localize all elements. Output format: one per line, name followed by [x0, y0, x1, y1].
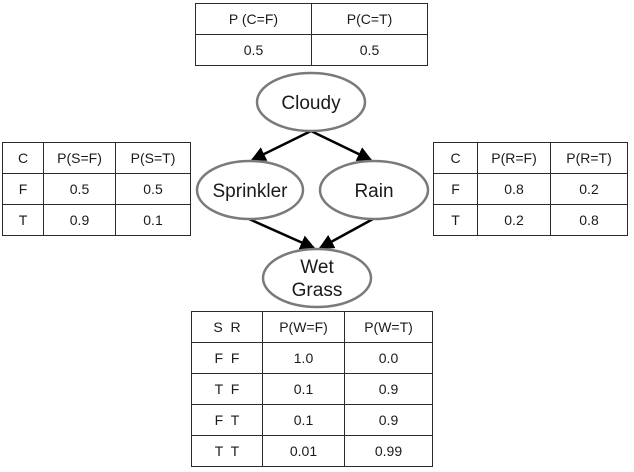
table-cell: T [433, 204, 478, 236]
header-cell: P(R=T) [550, 142, 628, 174]
table-cell: 0.5 [115, 173, 191, 205]
edge-sprinkler-wetgrass [248, 217, 316, 250]
table-cell: 0.8 [477, 173, 551, 205]
table-cell: 0.2 [477, 204, 551, 236]
table-header-row: C P(R=F) P(R=T) [433, 142, 628, 174]
table-row: F T 0.1 0.9 [191, 404, 433, 436]
header-cell: P(R=F) [477, 142, 551, 174]
cpt-sprinkler: C P(S=F) P(S=T) F 0.5 0.5 T 0.9 0.1 [2, 142, 191, 236]
header-cell: P(C=T) [311, 3, 428, 35]
table-cell: F T [191, 404, 263, 436]
edge-cloudy-sprinkler [250, 129, 312, 162]
table-row: T 0.9 0.1 [2, 204, 191, 236]
node-sprinkler-label: Sprinkler [213, 181, 289, 202]
table-cell: T [2, 204, 44, 236]
table-cell: F [2, 173, 44, 205]
table-cell: 0.1 [115, 204, 191, 236]
table-row: T 0.2 0.8 [433, 204, 628, 236]
table-cell: 0.9 [344, 404, 433, 436]
table-row: 0.5 0.5 [195, 34, 428, 66]
table-cell: 0.01 [262, 435, 345, 467]
table-cell: 0.2 [550, 173, 628, 205]
header-cell: C [2, 142, 44, 174]
node-wetgrass[interactable]: Wet Grass [261, 247, 373, 309]
header-cell: C [433, 142, 478, 174]
node-cloudy-label: Cloudy [281, 93, 341, 114]
table-cell: 0.5 [195, 34, 312, 66]
header-cell: P(S=F) [43, 142, 116, 174]
table-cell: 0.8 [550, 204, 628, 236]
node-wetgrass-label-line1: Wet [300, 257, 334, 278]
cpt-wetgrass: S R P(W=F) P(W=T) F F 1.0 0.0 T F 0.1 0.… [191, 311, 433, 467]
table-header-row: P (C=F) P(C=T) [195, 3, 428, 35]
header-cell: P(W=T) [344, 311, 433, 343]
header-cell: P (C=F) [195, 3, 312, 35]
table-cell: 0.1 [262, 373, 345, 405]
node-sprinkler[interactable]: Sprinkler [195, 159, 305, 221]
header-cell: P(W=F) [262, 311, 345, 343]
table-cell: 0.5 [43, 173, 116, 205]
cpt-rain: C P(R=F) P(R=T) F 0.8 0.2 T 0.2 0.8 [433, 142, 628, 236]
table-row: T T 0.01 0.99 [191, 435, 433, 467]
table-cell: 0.9 [43, 204, 116, 236]
header-cell: P(S=T) [115, 142, 191, 174]
table-row: F 0.8 0.2 [433, 173, 628, 205]
table-cell: T F [191, 373, 263, 405]
table-row: F 0.5 0.5 [2, 173, 191, 205]
header-cell: S R [191, 311, 263, 343]
table-cell: T T [191, 435, 263, 467]
node-rain-label: Rain [354, 181, 393, 202]
node-rain[interactable]: Rain [318, 159, 430, 221]
table-cell: 0.99 [344, 435, 433, 467]
table-header-row: C P(S=F) P(S=T) [2, 142, 191, 174]
node-wetgrass-label-line2: Grass [292, 280, 343, 301]
table-cell: F [433, 173, 478, 205]
table-cell: 1.0 [262, 342, 345, 374]
table-cell: 0.9 [344, 373, 433, 405]
table-row: T F 0.1 0.9 [191, 373, 433, 405]
edge-rain-wetgrass [318, 217, 374, 250]
table-header-row: S R P(W=F) P(W=T) [191, 311, 433, 343]
table-cell: F F [191, 342, 263, 374]
table-row: F F 1.0 0.0 [191, 342, 433, 374]
cpt-cloudy: P (C=F) P(C=T) 0.5 0.5 [195, 3, 428, 66]
node-cloudy[interactable]: Cloudy [255, 71, 367, 133]
table-cell: 0.1 [262, 404, 345, 436]
table-cell: 0.0 [344, 342, 433, 374]
table-cell: 0.5 [311, 34, 428, 66]
edge-cloudy-rain [310, 129, 373, 162]
